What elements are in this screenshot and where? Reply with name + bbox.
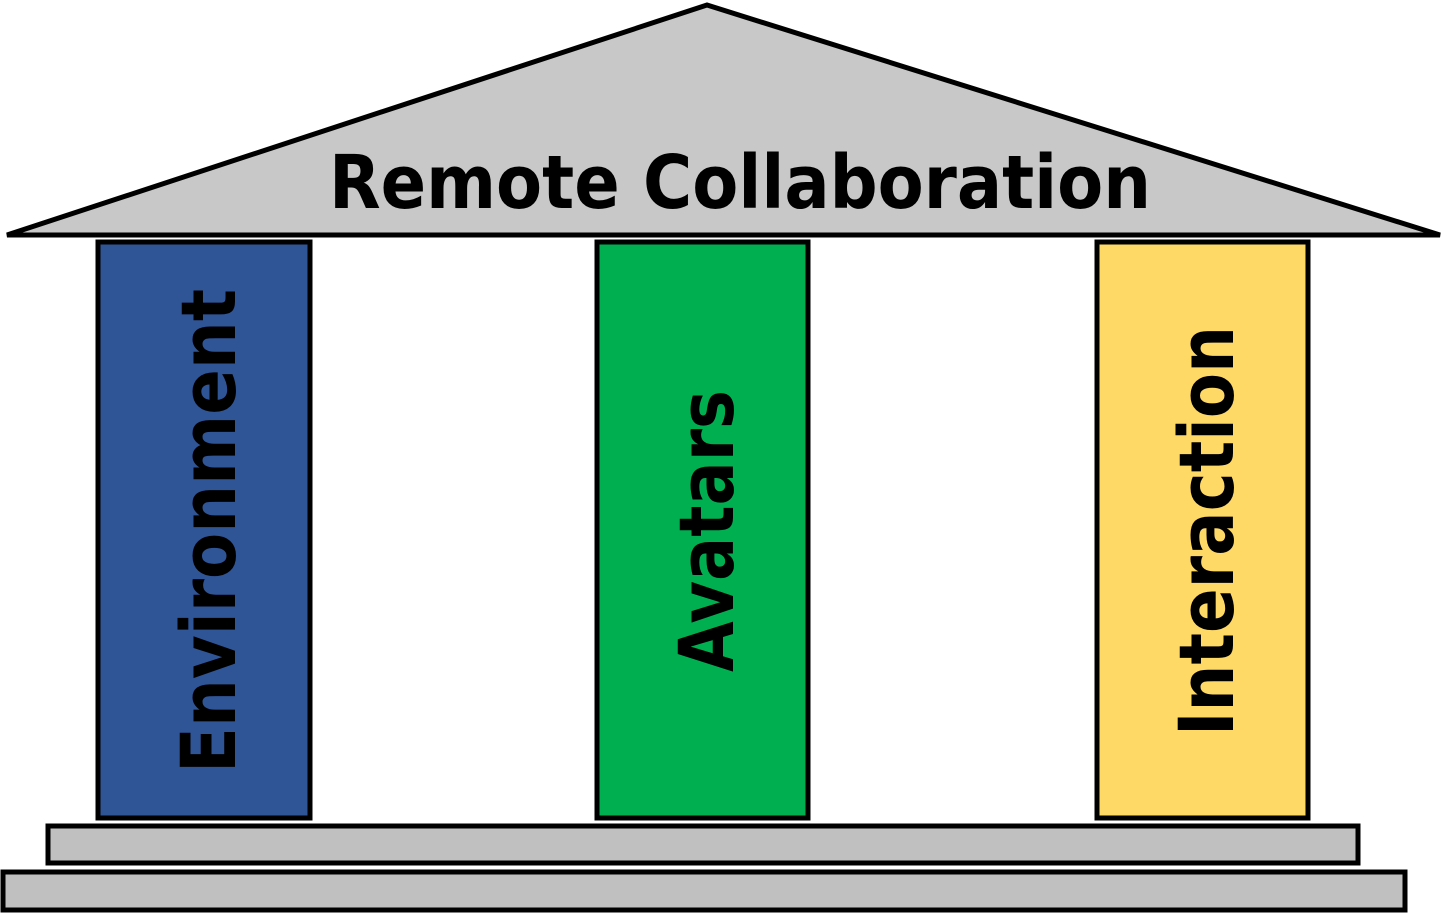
roof-triangle bbox=[6, 2, 1441, 238]
pillar-interaction bbox=[1094, 239, 1311, 821]
roof-title: Remote Collaboration bbox=[329, 140, 1151, 226]
pillar-environment bbox=[95, 239, 313, 821]
pillar-label-interaction: Interaction bbox=[1162, 326, 1251, 736]
base-step-lower bbox=[0, 869, 1408, 913]
pillar-label-environment: Environment bbox=[164, 289, 253, 773]
pillar-label-avatars: Avatars bbox=[662, 390, 751, 672]
base-step-upper bbox=[45, 823, 1361, 866]
pillar-avatars bbox=[594, 239, 811, 821]
